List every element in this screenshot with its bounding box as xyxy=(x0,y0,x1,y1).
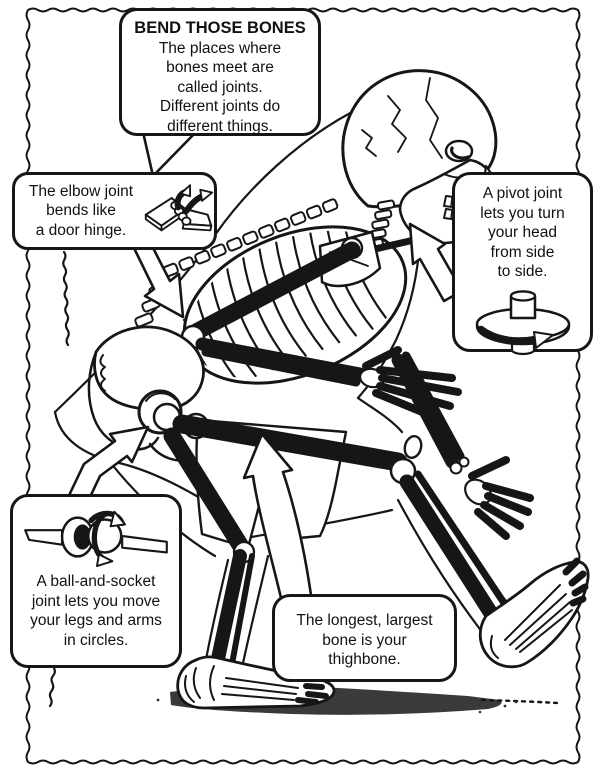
skeleton xyxy=(87,69,590,710)
elbow-callout-arrow xyxy=(132,242,185,319)
pivot-callout-arrow xyxy=(408,222,464,303)
callout-elbow-joint: The elbow joint bends like a door hinge. xyxy=(12,172,217,250)
right-hand xyxy=(468,456,534,540)
callout-line: lets you turn xyxy=(480,204,565,222)
pelvis xyxy=(87,325,210,462)
hinge-joint-icon xyxy=(144,184,214,232)
right-arm xyxy=(391,351,534,540)
callout-bend-those-bones: BEND THOSE BONES The places where bones … xyxy=(119,8,321,136)
callout-line: The places where xyxy=(158,39,282,57)
callout-line: A ball-and-socket xyxy=(36,573,156,590)
callout-line: Different joints do xyxy=(159,98,281,115)
callout-line: your legs and arms xyxy=(30,612,162,629)
ball-socket-callout-arrow xyxy=(61,425,150,518)
callout-line: your head xyxy=(488,224,557,241)
callout-line: in circles. xyxy=(63,631,129,649)
callout-line: A pivot joint xyxy=(482,185,563,202)
callout-line: a door hinge. xyxy=(35,221,127,239)
callout-pointers xyxy=(61,130,464,604)
callout-ball-and-socket-joint: A ball-and-socket joint lets you move yo… xyxy=(10,494,182,668)
vertebrae-row xyxy=(162,198,339,278)
callout-line: thighbone. xyxy=(328,651,401,668)
callout-pivot-joint: A pivot joint lets you turn your head fr… xyxy=(452,172,593,355)
callout-line: called joints. xyxy=(177,78,263,96)
eye-socket xyxy=(444,139,474,163)
callout-line: joint lets you move xyxy=(31,592,161,610)
callout-line: bones meet are xyxy=(166,59,274,76)
callout-line: different things. xyxy=(167,117,273,135)
thighbone-callout-arrow xyxy=(242,432,314,604)
rear-leg xyxy=(163,427,336,710)
pivot-joint-icon xyxy=(475,289,570,355)
front-leg xyxy=(172,414,590,669)
callout-line: The elbow joint xyxy=(28,182,134,200)
title-callout-tail xyxy=(141,130,198,178)
thighbone-femur xyxy=(175,417,405,469)
kneecap xyxy=(403,434,423,460)
callout-line: The longest, largest xyxy=(296,612,433,629)
ball-and-socket-joint-icon xyxy=(24,510,168,568)
wavy-page-border xyxy=(25,7,581,765)
callout-line: bends like xyxy=(46,202,116,220)
callout-line: to side. xyxy=(497,263,548,280)
callout-line: from side xyxy=(490,243,555,261)
callout-thighbone: The longest, largest bone is your thighb… xyxy=(272,594,457,682)
page-title: BEND THOSE BONES xyxy=(134,19,306,37)
front-foot xyxy=(478,560,590,669)
callout-line: bone is your xyxy=(322,631,407,649)
squiggle-line xyxy=(62,250,70,347)
squiggle-line xyxy=(48,666,56,708)
suture-lines xyxy=(387,95,407,153)
